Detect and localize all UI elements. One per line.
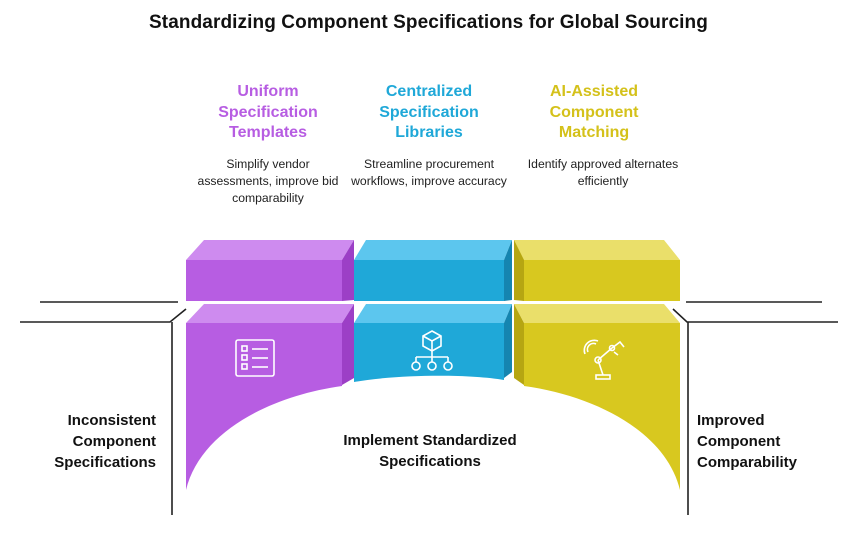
diagram-title: Standardizing Component Specifications f… — [149, 12, 708, 33]
left-label: Inconsistent Component Specifications — [54, 412, 156, 471]
pillar-block-3 — [514, 240, 680, 490]
pillar-heading-2: Centralized Specification Libraries — [379, 83, 479, 141]
pillar-heading-3: AI-Assisted Component Matching — [549, 83, 639, 141]
center-label: Implement Standardized Specifications — [343, 432, 517, 470]
pillar-heading-1: Uniform Specification Templates — [218, 83, 318, 141]
checklist-icon — [235, 339, 275, 377]
pillar-description-2: Streamline procurement workflows, improv… — [351, 157, 507, 188]
right-label: Improved Component Comparability — [697, 412, 798, 471]
robot-arm-icon — [583, 339, 625, 380]
pillar-block-1 — [186, 240, 354, 490]
road-lines — [20, 301, 838, 515]
pillar-description-1: Simplify vendor assessments, improve bid… — [197, 157, 339, 205]
hierarchy-cube-icon — [411, 330, 453, 371]
pillar-block-2 — [354, 240, 512, 382]
pillar-description-3: Identify approved alternates efficiently — [527, 157, 679, 188]
